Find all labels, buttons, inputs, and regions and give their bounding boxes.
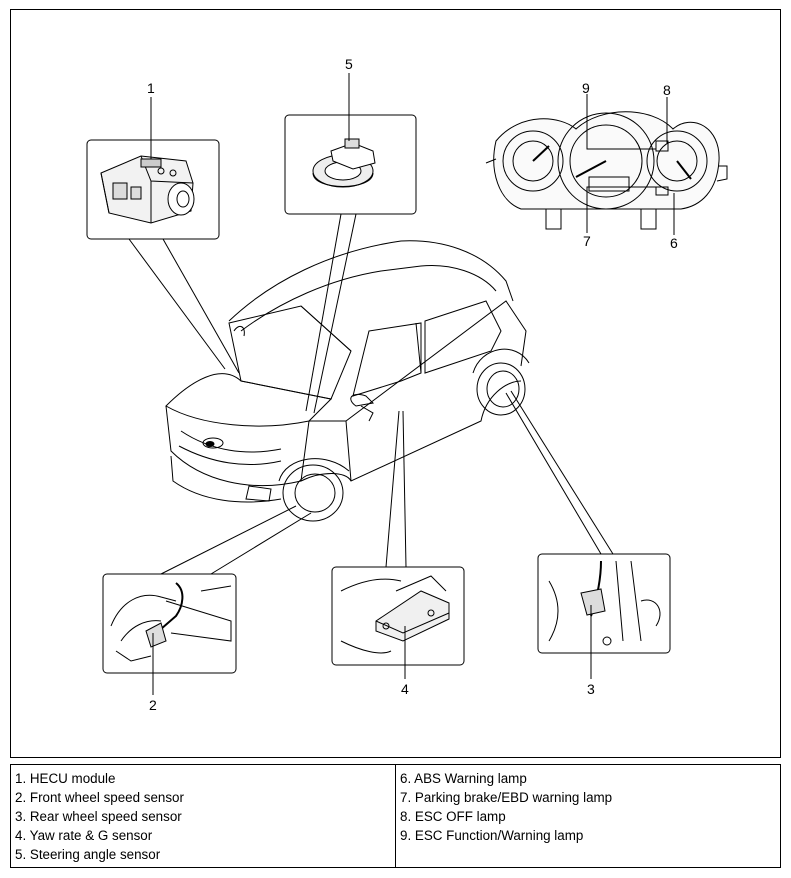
leader-lines: [128, 73, 675, 695]
yaw-rate-inset: [331, 566, 465, 666]
yaw-rate-sensor-sketch: [340, 575, 450, 654]
callout-8: 8: [663, 82, 671, 98]
hecu-module-sketch: [100, 155, 195, 224]
abs-esc-component-diagram: 1 5 9 8 7 6 2 4 3: [86, 56, 728, 713]
legend-item-esc-off-lamp: 8. ESC OFF lamp: [400, 809, 506, 824]
legend-item-parking-brake-ebd-lamp: 7. Parking brake/EBD warning lamp: [400, 790, 613, 805]
rear-wheel-sensor-inset: [537, 553, 671, 654]
steering-angle-sensor-sketch: [312, 138, 376, 188]
legend-column-left: 1. HECU module 2. Front wheel speed sens…: [11, 765, 395, 867]
legend-item-abs-warning-lamp: 6. ABS Warning lamp: [400, 771, 527, 786]
callout-9: 9: [582, 80, 590, 96]
front-wheel-sensor-inset: [102, 573, 237, 674]
callout-7: 7: [583, 233, 591, 249]
callout-6: 6: [670, 235, 678, 251]
legend-item-esc-function-warning-lamp: 9. ESC Function/Warning lamp: [400, 828, 584, 843]
callout-3: 3: [587, 681, 595, 697]
legend-item-hecu-module: 1. HECU module: [15, 771, 116, 786]
legend-item-steering-angle-sensor: 5. Steering angle sensor: [15, 847, 161, 862]
callout-1: 1: [147, 80, 155, 96]
front-wheel-speed-sensor-sketch: [110, 582, 232, 662]
rear-wheel-speed-sensor-sketch: [548, 560, 661, 646]
legend-item-rear-wheel-speed-sensor: 3. Rear wheel speed sensor: [15, 809, 182, 824]
callout-2: 2: [149, 697, 157, 713]
hecu-inset: [86, 139, 220, 240]
instrument-cluster-sketch: [485, 111, 728, 230]
legend-item-yaw-rate-g-sensor: 4. Yaw rate & G sensor: [15, 828, 153, 843]
legend-item-front-wheel-speed-sensor: 2. Front wheel speed sensor: [15, 790, 184, 805]
callout-5: 5: [345, 56, 353, 72]
steering-angle-inset: [284, 114, 417, 215]
component-legend: 1. HECU module 2. Front wheel speed sens…: [10, 764, 781, 868]
diagram-frame: 1 5 9 8 7 6 2 4 3: [10, 9, 781, 758]
legend-column-right: 6. ABS Warning lamp 7. Parking brake/EBD…: [395, 765, 780, 867]
car-illustration: [165, 240, 530, 522]
callout-4: 4: [401, 681, 409, 697]
